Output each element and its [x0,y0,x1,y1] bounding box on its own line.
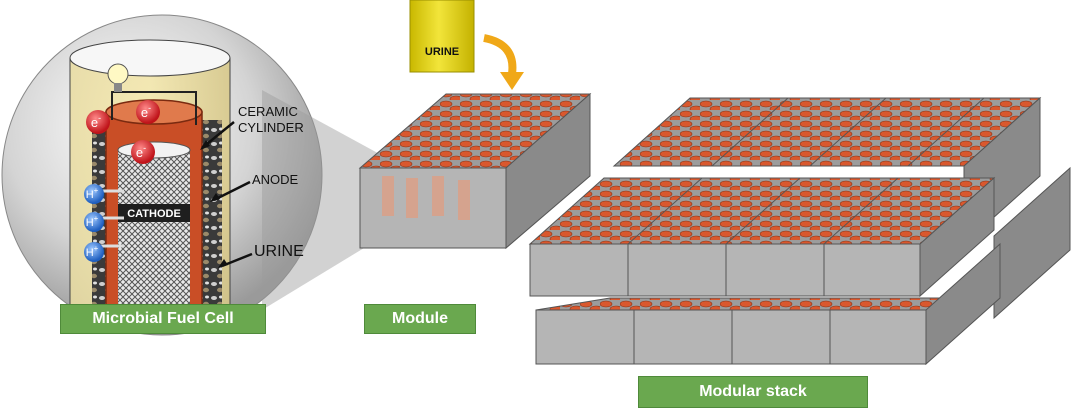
urine-callout: URINE [254,243,304,260]
anode-arrow [213,180,251,202]
mfc-illustration: CATHODE e- e- e- H+ H+ [1,14,323,336]
microbial-fuel-cell-label: Microbial Fuel Cell [60,304,266,334]
svg-text:e-: e- [91,113,101,130]
svg-text:H+: H+ [86,244,99,259]
electron-icon: e- [86,110,110,134]
module-box [358,92,592,250]
light-bulb-icon [107,63,129,92]
svg-text:e-: e- [136,143,146,160]
urine-jar-label: URINE [425,46,459,58]
modular-stack-label: Modular stack [638,376,868,408]
svg-text:H+: H+ [86,214,99,229]
electron-icon: e- [131,140,155,164]
urine-jar: URINE [409,0,475,73]
proton-icon: H+ [84,184,124,204]
circuit-wire [111,91,197,125]
proton-icon: H+ [84,212,124,232]
zoom-projection [262,90,420,310]
electron-icon: e- [136,100,160,124]
pour-arrow [483,34,517,75]
modular-stack [528,96,1071,366]
anode-callout: ANODE [252,172,299,187]
svg-text:e-: e- [141,103,151,120]
ceramic-line1: CERAMIC [238,104,298,119]
module-label: Module [364,304,476,334]
proton-icon: H+ [84,242,124,262]
pour-arrow-head [500,72,524,90]
cathode-label: CATHODE [127,208,181,220]
svg-text:H+: H+ [86,186,99,201]
cathode-mesh [118,150,190,305]
ceramic-cylinder-callout: CERAMIC CYLINDER [238,104,304,136]
ceramic-line2: CYLINDER [238,120,304,135]
